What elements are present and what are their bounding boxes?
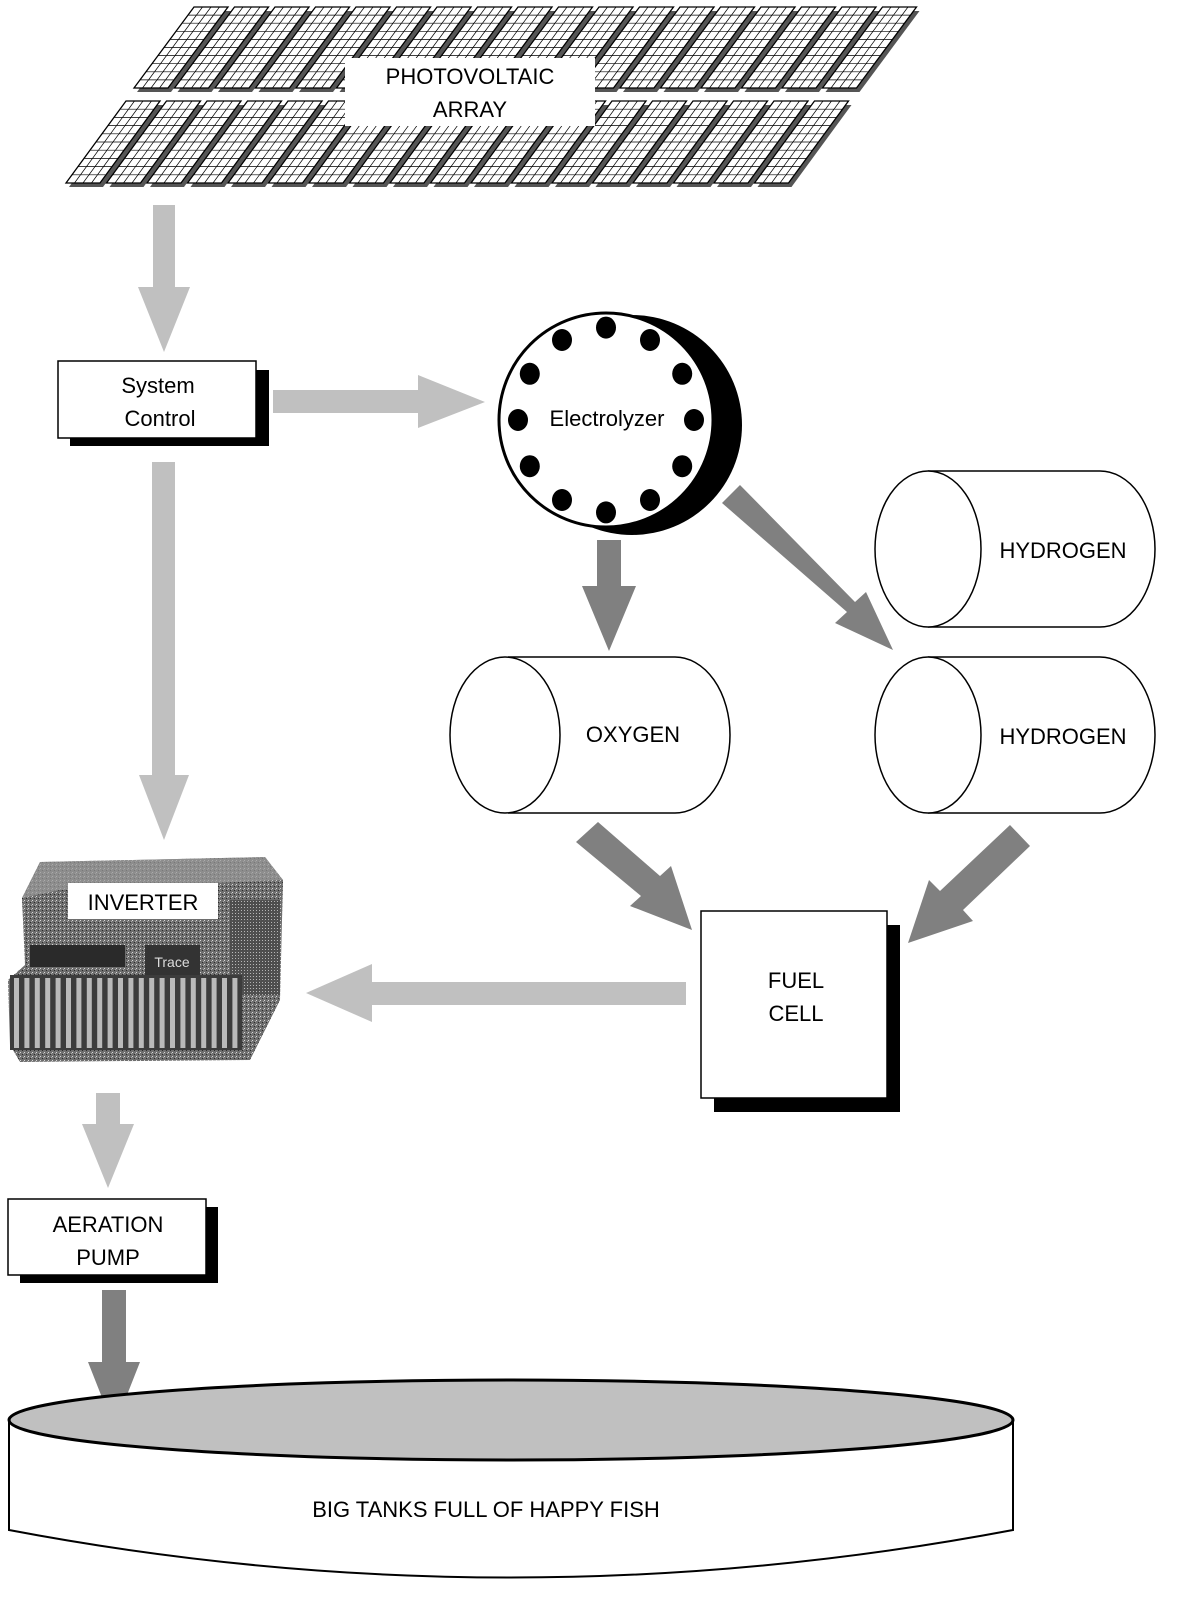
fuel-cell-box: FUEL CELL (700, 910, 900, 1112)
solar-panel-module (740, 6, 839, 92)
solar-panel-module (64, 100, 163, 187)
inverter: Trace INVERTER (8, 857, 283, 1062)
electrolyzer-hole (640, 328, 660, 351)
arrow-hydrogen-to-fuel-cell (908, 825, 1030, 943)
fish-tank-label: BIG TANKS FULL OF HAPPY FISH (312, 1497, 660, 1522)
solar-panel-module (213, 6, 312, 92)
electrolyzer-hole (508, 409, 528, 431)
electrolyzer-label: Electrolyzer (550, 406, 665, 431)
pv-label-box (345, 58, 595, 126)
hydrogen-bottom-label: HYDROGEN (999, 724, 1126, 749)
pv-label-line2: ARRAY (433, 97, 507, 122)
electrolyzer-hole (672, 362, 693, 385)
inverter-control-panel (30, 945, 125, 967)
fuel-cell-line2: CELL (768, 1001, 823, 1026)
electrolyzer-hole (552, 328, 572, 351)
solar-panel-module (712, 100, 811, 187)
electrolyzer-hole (519, 455, 540, 478)
solar-panel-module (226, 100, 325, 187)
electrolyzer-holes (508, 316, 704, 524)
aeration-pump-line2: PUMP (76, 1245, 140, 1270)
solar-panel-module (186, 100, 285, 187)
electrolyzer-hole (640, 489, 660, 512)
electrolyzer: Electrolyzer (497, 311, 742, 535)
arrow-electrolyzer-to-hydrogen (722, 485, 893, 650)
electrolyzer-hole (519, 362, 540, 385)
solar-panel-module (780, 6, 879, 92)
solar-panel-module (173, 6, 272, 92)
hydrogen-tank-bottom: HYDROGEN (874, 656, 1156, 814)
solar-panel-module (631, 100, 730, 187)
inverter-brand: Trace (154, 954, 189, 970)
solar-panel-module (267, 100, 366, 187)
arrow-electrolyzer-to-oxygen (582, 540, 636, 651)
photovoltaic-array: PHOTOVOLTAIC ARRAY (64, 6, 920, 187)
inverter-heatsink-fins (10, 975, 242, 1050)
electrolyzer-hole (596, 316, 616, 339)
electrolyzer-hole (672, 455, 693, 478)
electrolyzer-hole (552, 489, 572, 512)
solar-panel-module (672, 100, 771, 187)
inverter-label: INVERTER (88, 890, 199, 915)
arrow-control-to-electrolyzer (273, 375, 485, 428)
oxygen-tank: OXYGEN (449, 656, 731, 814)
oxygen-label: OXYGEN (586, 722, 680, 747)
aeration-pump-line1: AERATION (53, 1212, 164, 1237)
arrow-fuel-cell-to-inverter (306, 964, 686, 1022)
solar-panel-module (105, 100, 204, 187)
hydrogen-top-label: HYDROGEN (999, 538, 1126, 563)
electrolyzer-hole (684, 409, 704, 431)
inverter-label-box (68, 883, 218, 919)
fish-tank: BIG TANKS FULL OF HAPPY FISH (7, 1378, 1015, 1579)
solar-panel-module (753, 100, 852, 187)
solar-panel-module (145, 100, 244, 187)
inverter-brand-plate (145, 945, 200, 975)
system-control-box: System Control (57, 360, 269, 446)
solar-panel-module (618, 6, 717, 92)
solar-panel-module (132, 6, 231, 92)
fuel-cell-line1: FUEL (768, 968, 824, 993)
aeration-pump-box: AERATION PUMP (7, 1198, 218, 1283)
solar-panel-module (578, 6, 677, 92)
arrow-control-to-inverter (139, 462, 189, 840)
arrow-oxygen-to-fuel-cell (576, 822, 692, 930)
solar-panel-module (550, 100, 649, 187)
solar-panel-module (659, 6, 758, 92)
solar-panel-module (254, 6, 353, 92)
solar-panel-module (294, 6, 393, 92)
electrolyzer-hole (596, 501, 616, 524)
hydrogen-tank-top: HYDROGEN (874, 470, 1156, 628)
arrow-inverter-to-pump (82, 1093, 134, 1188)
solar-panel-module (699, 6, 798, 92)
system-control-line2: Control (125, 406, 196, 431)
system-control-line1: System (121, 373, 194, 398)
arrow-pv-to-control (138, 205, 190, 352)
solar-panel-module (591, 100, 690, 187)
solar-panel-module (821, 6, 920, 92)
pv-label-line1: PHOTOVOLTAIC (386, 64, 555, 89)
